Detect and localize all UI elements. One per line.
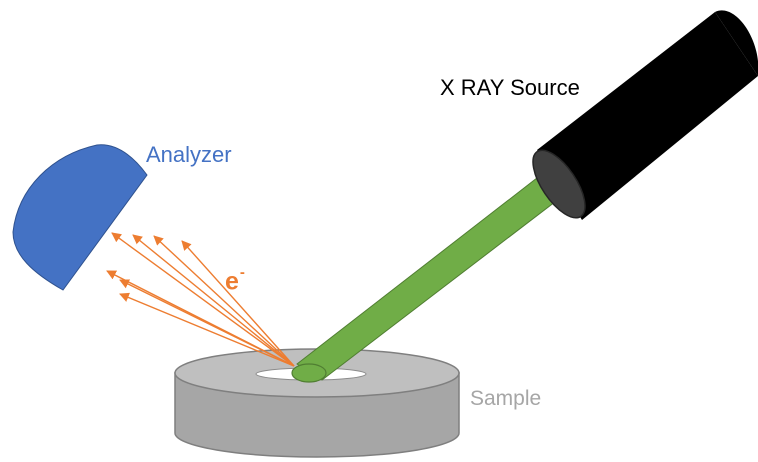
sample-label: Sample (470, 387, 542, 410)
xray-beam (296, 170, 565, 381)
electron-arrow (181, 240, 295, 367)
analyzer-label: Analyzer (146, 142, 232, 167)
electron-arrow (119, 292, 295, 367)
xray-source-face (532, 149, 586, 219)
electron-symbol: e (225, 267, 239, 296)
electron-arrow (111, 232, 295, 367)
electron-arrow (153, 235, 295, 367)
beam-spot (291, 363, 327, 383)
xray-source (532, 10, 758, 220)
electron-charge: - (239, 264, 245, 281)
electron-label: e- (225, 265, 245, 296)
xray-source-end-cap (715, 10, 758, 76)
electron-arrow (132, 234, 295, 367)
electron-arrows (106, 232, 295, 367)
electron-arrow (119, 279, 295, 367)
analyzer-shape (12, 144, 148, 291)
xray-source-body (537, 12, 758, 220)
xray-source-label: X RAY Source (440, 75, 580, 100)
